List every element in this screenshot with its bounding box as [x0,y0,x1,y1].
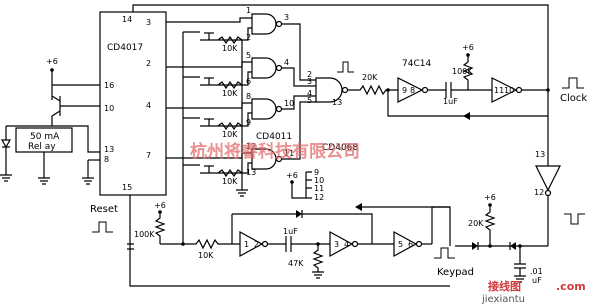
res-10k-4: 10K [222,177,238,186]
cd4017-chip: CD4017 14 3 2 4 7 15 16 10 13 8 [99,11,167,196]
pin-3: 3 [146,18,151,27]
inv5-pin-5: 5 [398,240,403,249]
res-10k-2: 10K [222,89,238,98]
gate-b-pin-5: 5 [246,51,251,60]
relay-label-2: Rel ay [28,142,56,152]
inv4-pin-4: 4 [344,240,349,249]
ic74c14-top: 74C14 9 8 1uF +6 100K 11 10 [397,43,550,106]
pin-10: 10 [104,104,114,113]
cd4068-gate: 13 CD4068 +6 9 10 11 12 [286,61,358,202]
gate-d-pin-13: 13 [246,168,256,177]
gate-a-pin-1: 1 [246,6,251,15]
clock-neg-pulse-icon [564,213,585,225]
inv1-pin-8: 8 [410,86,415,95]
reset-label: Reset [90,204,118,215]
cd4068-pin-9: 9 [314,168,319,177]
inv3-pin-1: 1 [244,240,249,249]
gate-c-pin-10: 10 [284,99,294,108]
cap-1uf-bottom: 1uF [283,227,298,236]
res-10k-bottom: 10K [198,251,214,260]
cd4068-pin-5: 5 [307,96,312,105]
cd4068-pin-2: 2 [307,70,312,79]
reset-pulse-icon [92,221,113,233]
res-20k-top: 20K [362,73,378,82]
right-vertical-inverter: 13 12 [534,150,561,246]
keypad-pulse-icon [434,247,455,259]
keypad-detector: +6 100K 10K 1 2 1uF 47K 3 4 5 6 [127,182,451,287]
rinv-pin-13: 13 [535,150,545,159]
gate-d-pin-11: 11 [284,149,294,158]
rinv-pin-12: 12 [534,188,544,197]
res-10k-1: 10K [222,44,238,53]
gate-a-pin-3: 3 [284,13,289,22]
cd4011-gates: 1 2 3 5 6 4 8 9 10 12 13 11 CD4011 [246,6,294,177]
cd4011-label: CD4011 [256,132,292,142]
cd4068-pin-11: 11 [314,184,324,193]
cd4068-pin-12: 12 [314,193,324,202]
res-20k-bottom: 20K [468,219,484,228]
pin-4: 4 [146,101,151,110]
relay-label-1: 50 mA [30,132,60,142]
cd4068-pin-3: 3 [307,77,312,86]
site-cn-text: 接线图 [488,279,521,293]
cd4068-label: CD4068 [322,143,358,153]
inv5-pin-6: 6 [408,240,413,249]
cap-1uf-top: 1uF [443,97,458,106]
plus6-bottom-label: +6 [154,201,166,210]
site-dom-text: .com [556,280,586,293]
res-100k-top: 100K [452,67,473,76]
plus6-left-label: +6 [46,57,58,66]
plus6-br-label: +6 [484,193,496,202]
gate-c-pin-9: 9 [246,118,251,127]
right-bottom-network: +6 20K .01 uF [455,193,548,285]
pin-7: 7 [146,151,151,160]
pin-14: 14 [122,15,132,24]
pin-15: 15 [122,183,132,192]
pin-8: 8 [104,155,109,164]
cd4017-label: CD4017 [107,43,143,53]
cd4068-pin-4: 4 [307,89,312,98]
inv2-pin-11: 11 [494,86,504,95]
cd4068-pin-10: 10 [314,176,324,185]
site-en-text: jiexiantu [481,294,525,305]
res-10k-3: 10K [222,130,238,139]
inv2-pin-10: 10 [504,86,514,95]
inv1-pin-9: 9 [402,86,407,95]
clock-label: Clock [560,93,587,104]
ic74c14-label: 74C14 [402,59,431,69]
gate-a-pin-2: 2 [246,33,251,42]
cap-uf-label: uF [532,276,542,285]
pin-13: 13 [104,145,114,154]
gate-b-pin-6: 6 [246,77,251,86]
keypad-label: Keypad [437,267,474,278]
gate-b-pin-4: 4 [284,58,289,67]
cd4068-out-pin-13: 13 [332,98,342,107]
site-watermark: 接线图 .com jiexiantu [481,279,586,305]
keypad-switch-bank: 10K 10K 10K 10K [182,27,252,197]
clock-pulse-icon [562,77,584,89]
plus6-mid-label: +6 [286,171,298,180]
cap-01-label: .01 [530,267,543,276]
gate-d-pin-12: 12 [246,142,256,151]
res-47k: 47K [288,259,304,268]
inv3-pin-2: 2 [254,240,259,249]
pin-16: 16 [104,81,114,90]
gate-c-pin-8: 8 [246,92,251,101]
left-driver-section: +6 50 mA Rel ay [0,57,100,185]
inv4-pin-3: 3 [334,240,339,249]
plus6-right-label: +6 [462,43,474,52]
watermark-company: 杭州将睿科技有限公司 [190,141,360,162]
res-100k-bottom: 100K [134,230,155,239]
pin-2: 2 [146,59,151,68]
gate-pulse-icon [337,61,354,73]
